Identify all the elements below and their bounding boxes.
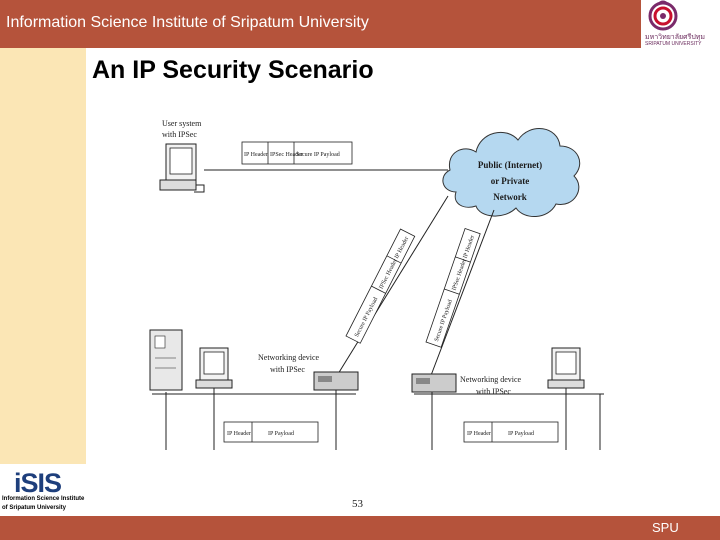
- device-left-label-1: Networking device: [258, 353, 320, 362]
- server-tower-icon: [149, 329, 183, 391]
- lan-left-packet-ip-header: IP Header: [227, 431, 251, 437]
- network-device-icon: [313, 371, 359, 391]
- lan-left-packet-ip-payload: IP Payload: [268, 431, 294, 437]
- device-right-label-1: Networking device: [460, 375, 522, 384]
- diagram-canvas: User system with IPSec IP Header IPSec H…: [149, 119, 604, 450]
- lan-right-packet: IP Header IP Payload: [463, 421, 559, 443]
- header-bar: [0, 0, 720, 48]
- isis-logo-word: iSIS: [14, 468, 62, 498]
- link-left-packet: Secure IP Payload IPSec Header IP Header: [345, 228, 416, 344]
- left-decorative-strip: [0, 0, 86, 540]
- isis-logo: [0, 464, 88, 516]
- user-system-label-2: with IPSec: [162, 130, 197, 139]
- cloud-label-3: Network: [493, 192, 527, 202]
- isis-logo-line2: of Sripatum University: [2, 505, 67, 511]
- cloud-label-1: Public (Internet): [478, 160, 542, 170]
- university-seal-icon: [648, 0, 678, 31]
- lan-left-packet: IP Header IP Payload: [223, 421, 319, 443]
- user-system-label-1: User system: [162, 119, 202, 128]
- device-right-label-2: with IPSec: [476, 387, 511, 396]
- desktop-computer-icon: [159, 143, 205, 193]
- logo-thai-text: มหาวิทยาลัยศรีปทุม: [645, 34, 706, 41]
- network-device-icon: [411, 373, 457, 393]
- cloud-icon: [442, 128, 581, 217]
- footer-text: SPU: [652, 520, 679, 535]
- footer-bar: [0, 516, 720, 540]
- link-left-line: [337, 195, 449, 375]
- device-left-label-2: with IPSec: [270, 365, 305, 374]
- page-number: 53: [352, 498, 363, 510]
- top-packet-secure-payload: Secure IP Payload: [296, 152, 340, 158]
- ipsec-diagram: User system with IPSec IP Header IPSec H…: [146, 92, 608, 480]
- isis-logo-line1: Information Science Institute: [2, 496, 85, 502]
- desktop-computer-icon: [547, 347, 585, 389]
- desktop-computer-icon: [195, 347, 233, 389]
- header-title: Information Science Institute of Sripatu…: [6, 14, 369, 31]
- top-packet-ip-header: IP Header: [244, 152, 268, 158]
- university-logo: [641, 0, 720, 50]
- logo-english-text: SRIPATUM UNIVERSITY: [645, 41, 702, 47]
- top-packet-ipsec-header: IPSec Header: [270, 152, 303, 158]
- slide-title: An IP Security Scenario: [92, 56, 374, 84]
- link-right-line: [429, 209, 495, 379]
- link-right-packet: Secure IP Payload IPSec Header IP Header: [425, 228, 481, 348]
- lan-right-packet-ip-header: IP Header: [467, 431, 491, 437]
- lan-right-packet-ip-payload: IP Payload: [508, 431, 534, 437]
- top-packet: IP Header IPSec Header Secure IP Payload: [241, 141, 353, 165]
- cloud-label-2: or Private: [491, 176, 530, 186]
